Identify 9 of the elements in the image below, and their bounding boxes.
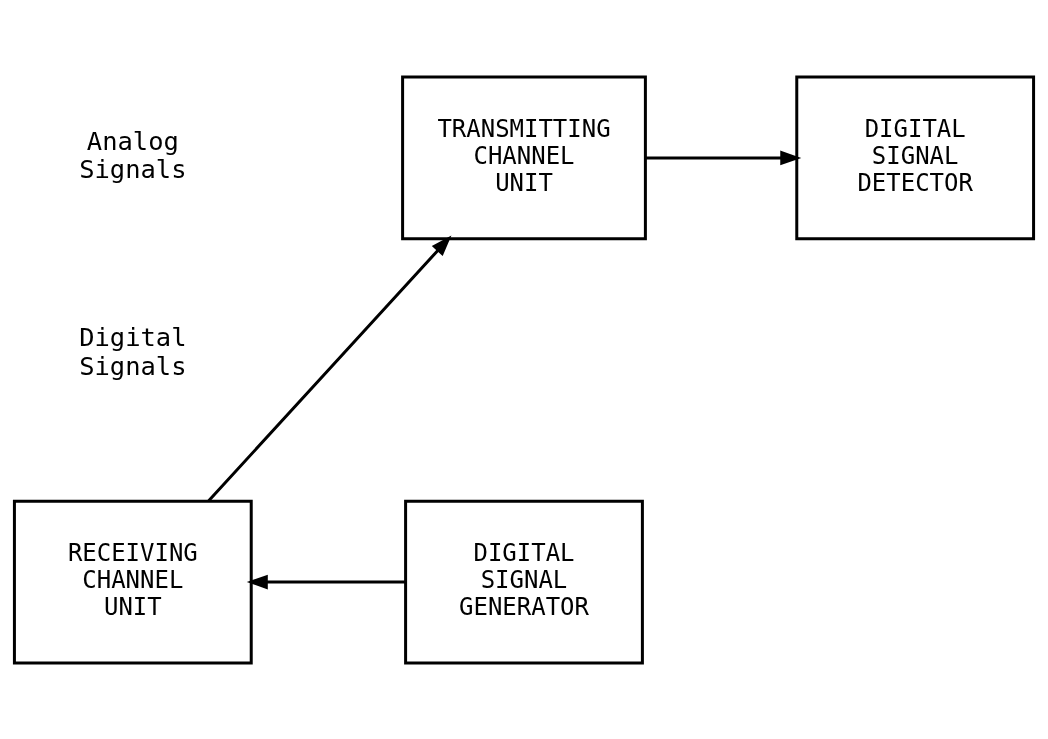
arrow [645, 150, 802, 165]
label: Digital Signals [79, 321, 187, 381]
node-box: DIGITAL SIGNAL DETECTOR [795, 75, 1036, 240]
node-box: DIGITAL SIGNAL GENERATOR [404, 499, 644, 664]
arrow [207, 235, 452, 502]
node-box: RECEIVING CHANNEL UNIT [12, 499, 253, 664]
arrow [246, 574, 406, 589]
node-box: TRANSMITTING CHANNEL UNIT [401, 75, 647, 240]
label: Analog Signals [79, 125, 187, 184]
